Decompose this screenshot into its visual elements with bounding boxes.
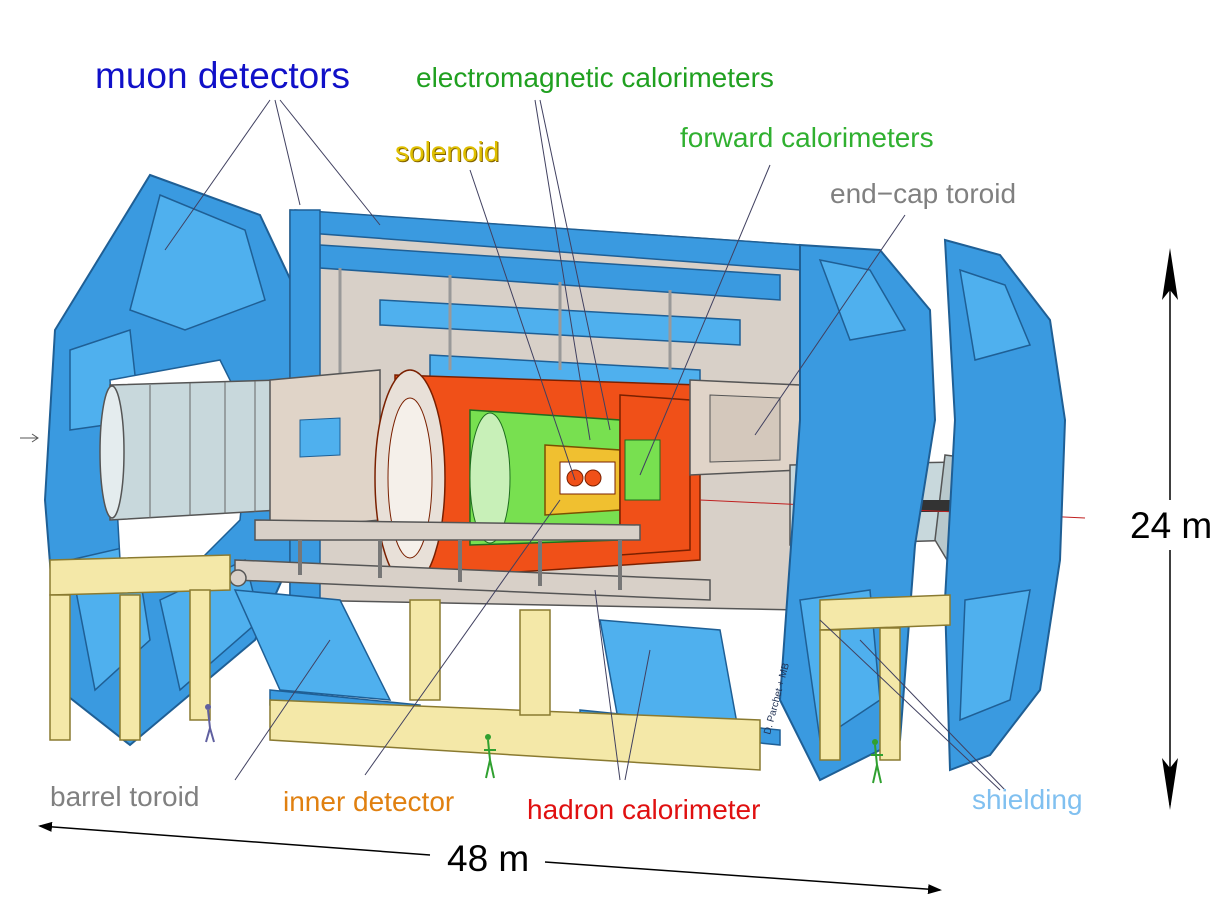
bottom-rail-frame <box>229 519 711 601</box>
beam-arrow-icon <box>20 433 39 443</box>
length-dimension-arrow <box>38 821 942 895</box>
label-solenoid: solenoid <box>395 136 500 167</box>
calorimeter-cylinder <box>374 369 701 587</box>
label-hadron-calorimeter: hadron calorimeter <box>527 794 761 825</box>
right-endcap-toroid <box>689 379 801 476</box>
label-length-48m: 48 m <box>447 838 530 879</box>
left-endcap-toroid <box>269 369 381 531</box>
label-height-24m: 24 m <box>1130 505 1213 546</box>
label-muon-detectors: muon detectors <box>95 55 351 96</box>
human-scale-figures <box>205 704 883 784</box>
label-end-cap-toroid: end−cap toroid <box>830 178 1017 209</box>
label-shielding: shielding <box>972 784 1083 815</box>
label-forward-calorimeters: forward calorimeters <box>680 122 934 153</box>
leader-lines <box>164 99 1006 791</box>
label-inner-detector: inner detector <box>283 786 455 817</box>
label-barrel-toroid: barrel toroid <box>50 781 200 812</box>
label-electromagnetic-calorimeters: electromagnetic calorimeters <box>416 62 774 93</box>
left-shielding-cylinder <box>99 379 281 521</box>
height-dimension-arrow <box>1162 248 1178 810</box>
